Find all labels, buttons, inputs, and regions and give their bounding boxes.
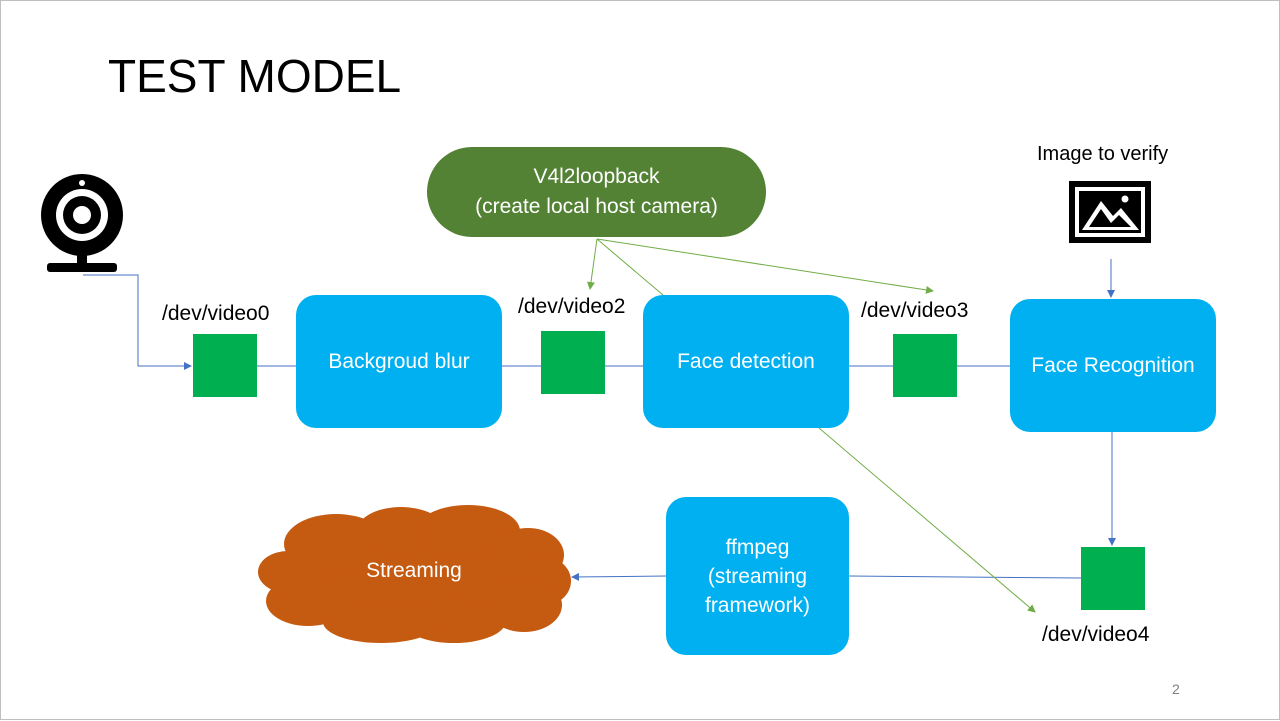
video4-square [1081,547,1145,610]
background-blur-node: Backgroud blur [296,295,502,428]
loopback-to-detection-line [596,238,664,296]
video4-to-ffmpeg-line [848,575,1082,579]
face-recognition-label: Face Recognition [1031,354,1195,377]
video4-label: /dev/video4 [1042,623,1150,646]
v4l2loopback-label: V4l2loopback (create local host camera) [475,165,718,218]
ffmpeg-to-streaming-line [571,572,668,581]
v4l2loopback-node: V4l2loopback (create local host camera) [427,147,766,237]
ffmpeg-label: ffmpeg (streaming framework) [704,535,810,617]
video2-square [541,331,605,394]
image-to-verify-label: Image to verify [1037,143,1169,165]
video2-label: /dev/video2 [518,295,626,318]
face-detection-node: Face detection [643,295,849,428]
camera-to-video0-line [83,274,192,370]
loopback-to-video3-line [596,238,934,294]
image-icon [1069,181,1151,243]
detection-to-video4-line [818,427,1036,613]
loopback-to-video2-line [587,238,598,290]
video3-label: /dev/video3 [861,299,969,322]
video3-square [893,334,957,397]
streaming-label: Streaming [366,559,462,582]
ffmpeg-node: ffmpeg (streaming framework) [666,497,849,655]
webcam-icon [39,173,129,273]
video0-square [193,334,257,397]
slide-title: TEST MODEL [108,50,402,102]
face-detection-label: Face detection [677,350,815,373]
background-blur-label: Backgroud blur [328,350,470,373]
video0-label: /dev/video0 [162,302,270,325]
page-number: 2 [1172,681,1180,697]
face-recognition-node: Face Recognition [1010,299,1216,432]
